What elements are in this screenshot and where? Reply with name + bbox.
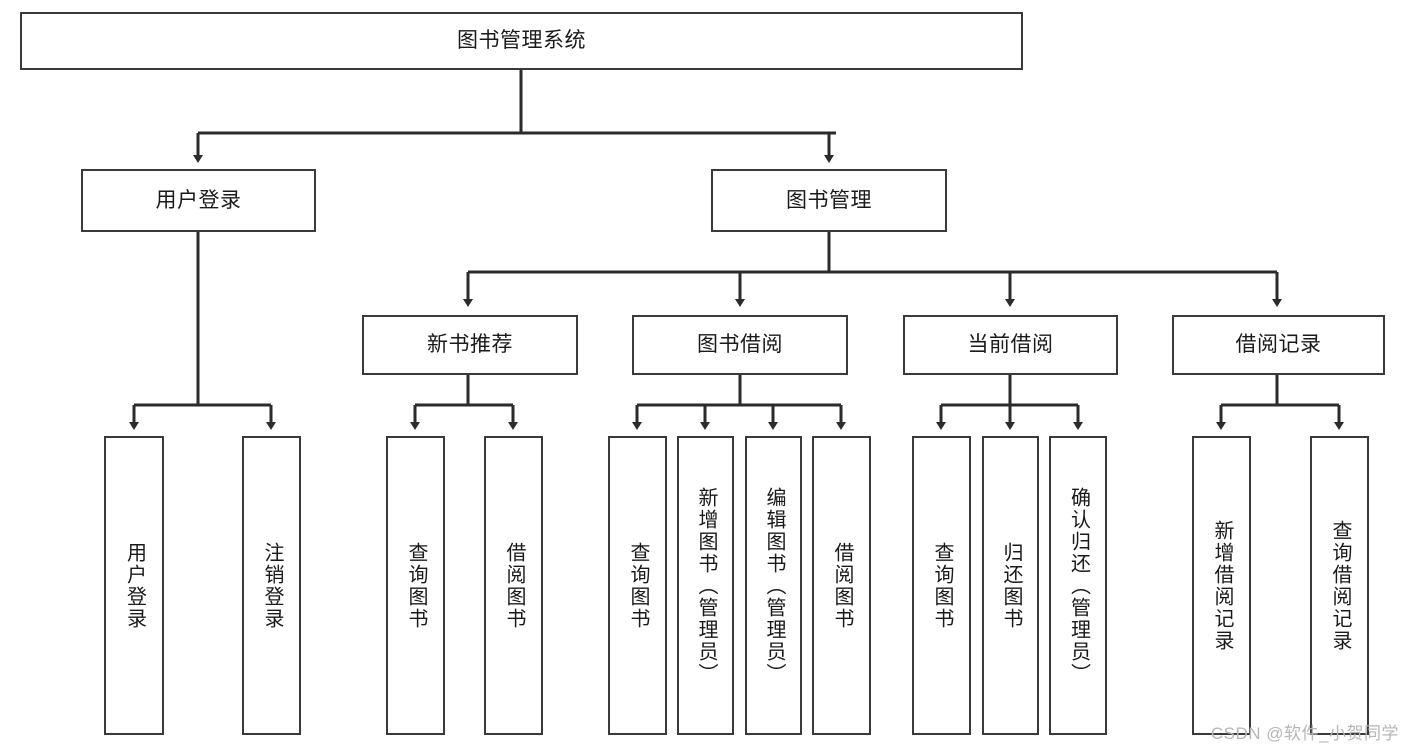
node-book-management[interactable]: 图书管理 [711,169,947,232]
leaf-add-book-admin-label: 新增图书（管理员） [695,486,717,685]
leaf-confirm-return-admin-label: 确认归还（管理员） [1067,486,1090,685]
leaf-query-book-borrow[interactable]: 查询图书 [608,436,667,735]
leaf-query-borrow-record[interactable]: 查询借阅记录 [1310,436,1369,735]
leaf-query-borrow-record-label: 查询借阅记录 [1329,519,1351,652]
leaf-edit-book-admin[interactable]: 编辑图书（管理员） [745,436,802,735]
leaf-borrow-book-rec[interactable]: 借阅图书 [484,436,543,735]
node-book-management-label: 图书管理 [786,188,872,212]
leaf-query-book-rec[interactable]: 查询图书 [386,436,445,735]
node-current-borrow-label: 当前借阅 [967,333,1054,357]
node-user-login-label: 用户登录 [155,188,242,212]
node-user-login[interactable]: 用户登录 [81,169,316,232]
leaf-edit-book-admin-label: 编辑图书（管理员） [763,486,785,685]
node-new-book-recommendation-label: 新书推荐 [427,333,513,357]
node-borrow-record-label: 借阅记录 [1235,333,1322,357]
leaf-query-book-current[interactable]: 查询图书 [912,436,971,735]
node-root[interactable]: 图书管理系统 [20,12,1023,70]
leaf-user-login[interactable]: 用户登录 [104,436,164,735]
leaf-return-book-label: 归还图书 [1000,541,1022,630]
leaf-query-book-rec-label: 查询图书 [405,541,427,630]
leaf-borrow-book-borrow-label: 借阅图书 [831,541,853,630]
leaf-borrow-book-rec-label: 借阅图书 [503,541,525,630]
leaf-logout-label: 注销登录 [261,541,283,630]
leaf-borrow-book-borrow[interactable]: 借阅图书 [812,436,871,735]
node-new-book-recommendation[interactable]: 新书推荐 [362,315,578,375]
node-book-borrow-label: 图书借阅 [697,333,783,357]
node-root-label: 图书管理系统 [457,29,586,53]
leaf-add-borrow-record[interactable]: 新增借阅记录 [1192,436,1251,735]
leaf-add-borrow-record-label: 新增借阅记录 [1211,519,1233,652]
node-borrow-record[interactable]: 借阅记录 [1172,315,1385,375]
leaf-user-login-label: 用户登录 [123,541,146,630]
leaf-query-book-current-label: 查询图书 [931,541,953,630]
leaf-return-book[interactable]: 归还图书 [982,436,1039,735]
node-current-borrow[interactable]: 当前借阅 [903,315,1118,375]
leaf-logout[interactable]: 注销登录 [242,436,301,735]
leaf-add-book-admin[interactable]: 新增图书（管理员） [677,436,734,735]
node-book-borrow[interactable]: 图书借阅 [632,315,848,375]
leaf-query-book-borrow-label: 查询图书 [627,541,649,630]
leaf-confirm-return-admin[interactable]: 确认归还（管理员） [1049,436,1107,735]
watermark: CSDN @软件_小贺同学 [1210,724,1399,743]
